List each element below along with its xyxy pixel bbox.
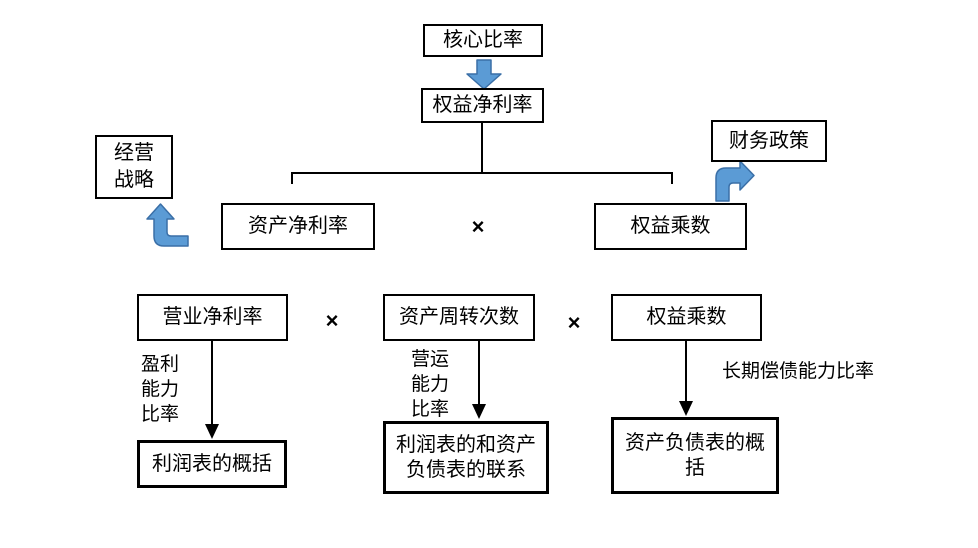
label-operating-capacity-ratio: 营运 能力 比率 [411, 347, 449, 422]
node-income-balance-link: 利润表的和资产 负债表的联系 [383, 421, 549, 494]
tree-connector [291, 123, 673, 184]
label-operating-capacity-ratio-line2: 能力 [411, 374, 450, 395]
node-business-strategy-line2: 战略 [114, 169, 154, 191]
node-business-strategy-line1: 经营 [114, 142, 154, 164]
multiply-operator-row2: × [471, 214, 485, 239]
down-arrow-solvency [679, 341, 693, 416]
node-core-ratio: 核心比率 [423, 24, 543, 57]
down-arrow-operating [472, 341, 486, 419]
label-profitability-ratio-line2: 能力 [141, 379, 180, 400]
node-equity-multiplier-bottom: 权益乘数 [611, 294, 762, 341]
label-profitability-ratio-line1: 盈利 [141, 354, 180, 375]
node-balance-sheet-summary: 资产负债表的概 括 [611, 417, 779, 494]
multiply-operator-row3-left: × [325, 308, 339, 333]
down-block-arrow-icon [466, 59, 502, 90]
node-business-strategy: 经营 战略 [95, 135, 173, 199]
label-long-term-solvency-ratio: 长期偿债能力比率 [722, 361, 875, 382]
node-income-statement-summary: 利润表的概括 [137, 440, 287, 488]
label-operating-capacity-ratio-line3: 比率 [411, 399, 450, 420]
node-asset-turnover: 资产周转次数 [383, 294, 535, 341]
node-return-on-equity: 权益净利率 [421, 88, 544, 123]
node-equity-multiplier-mid: 权益乘数 [594, 203, 747, 250]
node-return-on-assets: 资产净利率 [221, 203, 375, 250]
multiply-operator-row3-right: × [567, 310, 581, 335]
node-income-balance-link-line1: 利润表的和资产 [396, 433, 536, 456]
down-arrow-profitability [205, 341, 219, 439]
node-net-profit-margin: 营业净利率 [137, 294, 288, 341]
node-financial-policy: 财务政策 [711, 120, 827, 162]
label-operating-capacity-ratio-line1: 营运 [411, 349, 450, 370]
label-profitability-ratio: 盈利 能力 比率 [141, 352, 179, 427]
bent-up-arrow-icon [146, 203, 189, 247]
node-income-balance-link-line2: 负债表的联系 [406, 458, 526, 481]
node-balance-sheet-summary-line2: 括 [685, 456, 705, 479]
node-balance-sheet-summary-line1: 资产负债表的概 [625, 431, 765, 454]
bent-right-arrow-icon [715, 160, 755, 202]
label-profitability-ratio-line3: 比率 [141, 404, 180, 425]
